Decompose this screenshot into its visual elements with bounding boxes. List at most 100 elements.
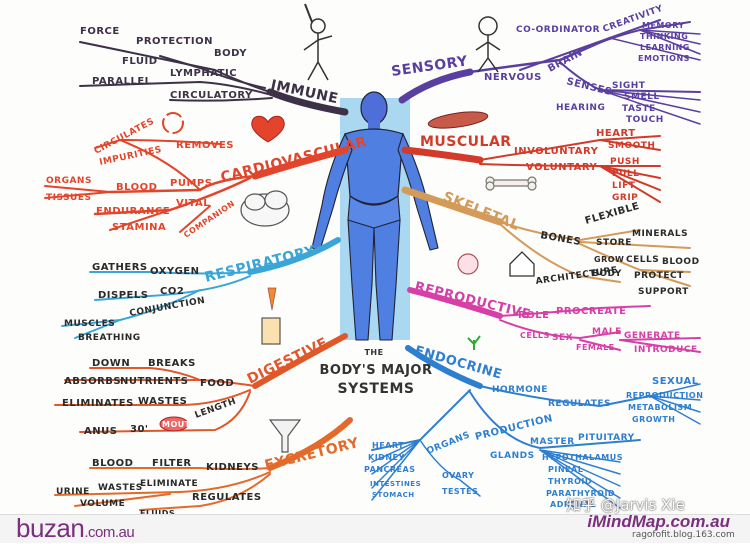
sensory-thinking: THINKING xyxy=(640,32,688,41)
jar-icon xyxy=(261,317,281,345)
branch-excretory xyxy=(54,417,353,511)
endocrine-ovary: OVARY xyxy=(442,471,474,480)
skeletal-protect: PROTECT xyxy=(634,271,684,281)
blog-watermark: ragofofit.blog.163.com xyxy=(632,530,735,540)
sensory-senses: SENSES xyxy=(565,76,613,98)
house-icon xyxy=(509,251,535,277)
resp-muscles: MUSCLES xyxy=(64,319,115,329)
digest-down: DOWN xyxy=(92,358,130,369)
footer-bar xyxy=(0,514,750,543)
muscular-lift: LIFT xyxy=(612,181,636,191)
skeletal-grow: GROW xyxy=(594,255,624,264)
mouth-icon xyxy=(159,416,189,432)
endocrine-stomach: STOMACH xyxy=(372,491,415,499)
sensory-learning: LEARNING xyxy=(640,43,690,52)
cardio-vital: VITAL xyxy=(176,198,210,209)
repro-introduce: INTRODUCE xyxy=(634,345,698,355)
branch-respiratory xyxy=(61,237,341,339)
branch-cardiovascular xyxy=(44,138,349,233)
resp-dispels: DISPELS xyxy=(98,290,148,301)
resp-gathers: GATHERS xyxy=(92,262,148,273)
cloud-icon xyxy=(240,190,290,227)
repro-procreate: PROCREATE xyxy=(556,306,627,317)
endocrine-pancreas: PANCREAS xyxy=(364,465,415,474)
thinker-icon xyxy=(475,16,501,73)
sensory-touch: TOUCH xyxy=(626,115,664,125)
muscular-involuntary: INVOLUNTARY xyxy=(514,146,599,157)
skeletal-minerals: MINERALS xyxy=(632,229,688,239)
endocrine-pineal: PINEAL xyxy=(548,465,583,474)
endocrine-organs: ORGANS xyxy=(425,430,471,456)
excretory-wastes: WASTES xyxy=(98,483,143,493)
resp-breathing: BREATHING xyxy=(78,333,141,343)
digest-eliminates: ELIMINATES xyxy=(62,398,134,409)
illustration-icons xyxy=(159,3,537,453)
immune-parallel: PARALLEL xyxy=(92,76,152,87)
muscular-smooth: SMOOTH xyxy=(608,141,655,151)
imindmap-link[interactable]: iMindMap.com.au xyxy=(587,512,730,531)
muscular-heart: HEART xyxy=(596,128,636,139)
digest-anus: ANUS xyxy=(84,426,117,437)
endocrine-testes: TESTES xyxy=(442,487,478,496)
resp-co2: CO2 xyxy=(160,286,184,297)
immune-body: BODY xyxy=(214,48,247,59)
carrot-icon xyxy=(267,287,277,311)
skeletal-support: SUPPORT xyxy=(638,287,689,297)
sensory-emotions: EMOTIONS xyxy=(638,54,690,63)
skeletal-body: BODY xyxy=(592,269,622,279)
endocrine-glands: GLANDS xyxy=(490,451,535,461)
sensory-brain: BRAIN xyxy=(546,47,584,74)
sensory-memory: MEMORY xyxy=(642,21,685,30)
repro-generate: GENERATE xyxy=(624,331,681,341)
sensory-taste: TASTE xyxy=(622,104,656,114)
buzan-logo[interactable]: buzan.com.au xyxy=(16,513,135,544)
zhihu-watermark: 知乎 @Jarvis Xie xyxy=(566,496,685,514)
excretory-blood: BLOOD xyxy=(92,458,133,469)
cycle-icon xyxy=(162,112,184,134)
branch-muscular xyxy=(401,135,661,203)
branch-reproductive xyxy=(407,287,701,353)
center-title-1: THE xyxy=(364,348,383,357)
cardio-pumps: PUMPS xyxy=(170,178,212,189)
cardio-removes: REMOVES xyxy=(176,140,234,151)
immune-circulatory: CIRCULATORY xyxy=(170,90,253,101)
digest-food: FOOD xyxy=(200,378,234,389)
cardio-tissues: TISSUES xyxy=(46,193,92,203)
baby-icon xyxy=(457,253,479,275)
skeletal-store: STORE xyxy=(596,238,632,248)
resp-title: RESPIRATORY xyxy=(203,243,317,286)
endocrine-intestines: INTESTINES xyxy=(370,480,421,488)
skeletal-blood: BLOOD xyxy=(662,257,700,267)
branch-skeletal xyxy=(401,186,691,287)
cardio-endurance: ENDURANCE xyxy=(96,206,170,217)
endocrine-regulates: REGULATES xyxy=(548,399,611,409)
digest-mouth: MOUTH xyxy=(162,420,198,429)
skeletal-bones: BONES xyxy=(539,230,581,248)
excretory-volume: VOLUME xyxy=(80,499,125,509)
branch-digestive xyxy=(54,333,348,433)
skeletal-flexible: FLEXIBLE xyxy=(584,201,641,227)
digest-breaks: BREAKS xyxy=(148,358,196,369)
digest-wastes: WASTES xyxy=(138,396,187,407)
immune-lymphatic: LYMPHATIC xyxy=(170,68,237,79)
immune-force: FORCE xyxy=(80,26,120,37)
muscle-icon xyxy=(427,111,489,129)
warrior-icon xyxy=(303,3,333,81)
funnel-icon xyxy=(268,419,302,453)
endocrine-kidney: KIDNEY xyxy=(368,453,405,462)
bone-icon xyxy=(485,176,537,191)
immune-protection: PROTECTION xyxy=(136,36,213,47)
skeletal-cells: CELLS xyxy=(626,255,659,265)
muscular-title: MUSCULAR xyxy=(420,134,512,150)
plant-icon xyxy=(467,335,481,350)
buzan-domain: .com.au xyxy=(84,524,135,541)
repro-title: REPRODUCTIVE xyxy=(413,279,532,322)
sensory-smell: SMELL xyxy=(624,92,660,102)
endocrine-pituitary: PITUITARY xyxy=(578,433,635,443)
endocrine-sexual: SEXUAL xyxy=(652,376,699,387)
excretory-urine: URINE xyxy=(56,487,90,497)
endocrine-thyroid: THYROID xyxy=(548,477,592,486)
sensory-coordinator: CO-ORDINATOR xyxy=(516,25,600,35)
